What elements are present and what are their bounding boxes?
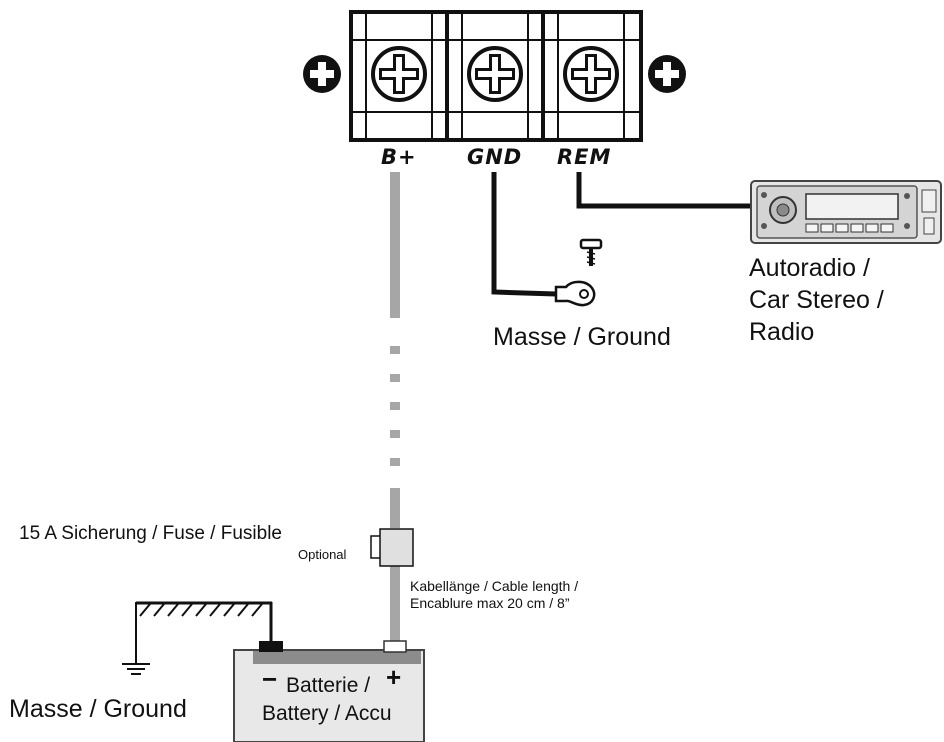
battery-label-line-2: Battery / Accu bbox=[262, 702, 392, 725]
radio-label-line-2: Car Stereo / bbox=[749, 286, 884, 314]
mounting-screw-icon-right bbox=[648, 55, 686, 93]
power-wire bbox=[390, 172, 400, 646]
battery-plus-symbol: + bbox=[386, 662, 402, 692]
terminal-block bbox=[303, 10, 686, 142]
remote-wire bbox=[576, 172, 752, 209]
terminal-label-rem: REM bbox=[557, 145, 612, 169]
battery-label-line-1: Batterie / bbox=[286, 674, 371, 697]
screw-icon-bplus bbox=[371, 46, 427, 102]
car-stereo-icon bbox=[750, 180, 942, 244]
terminal-label-bplus: B+ bbox=[381, 145, 417, 169]
radio-label-line-3: Radio bbox=[749, 318, 815, 346]
screw-icon-rem bbox=[563, 46, 619, 102]
ground-label-bottom: Masse / Ground bbox=[9, 695, 187, 723]
battery-icon bbox=[233, 640, 425, 742]
screw-icon-gnd bbox=[467, 46, 523, 102]
chassis-ground-icon bbox=[122, 601, 273, 675]
cable-length-line-1: Kabellänge / Cable length / bbox=[410, 578, 579, 594]
battery-minus-symbol: − bbox=[262, 664, 278, 694]
ground-label-top: Masse / Ground bbox=[493, 323, 671, 351]
ground-bolt-icon bbox=[579, 238, 603, 266]
cable-length-line-2: Encablure max 20 cm / 8” bbox=[410, 595, 570, 611]
fuse-label: 15 A Sicherung / Fuse / Fusible bbox=[19, 523, 282, 544]
ground-wire bbox=[491, 172, 596, 307]
terminal-label-gnd: GND bbox=[467, 145, 523, 169]
fuse-icon bbox=[370, 528, 414, 567]
mounting-screw-icon-left bbox=[303, 55, 341, 93]
radio-label-line-1: Autoradio / bbox=[749, 254, 870, 282]
fuse-optional-label: Optional bbox=[298, 547, 347, 562]
